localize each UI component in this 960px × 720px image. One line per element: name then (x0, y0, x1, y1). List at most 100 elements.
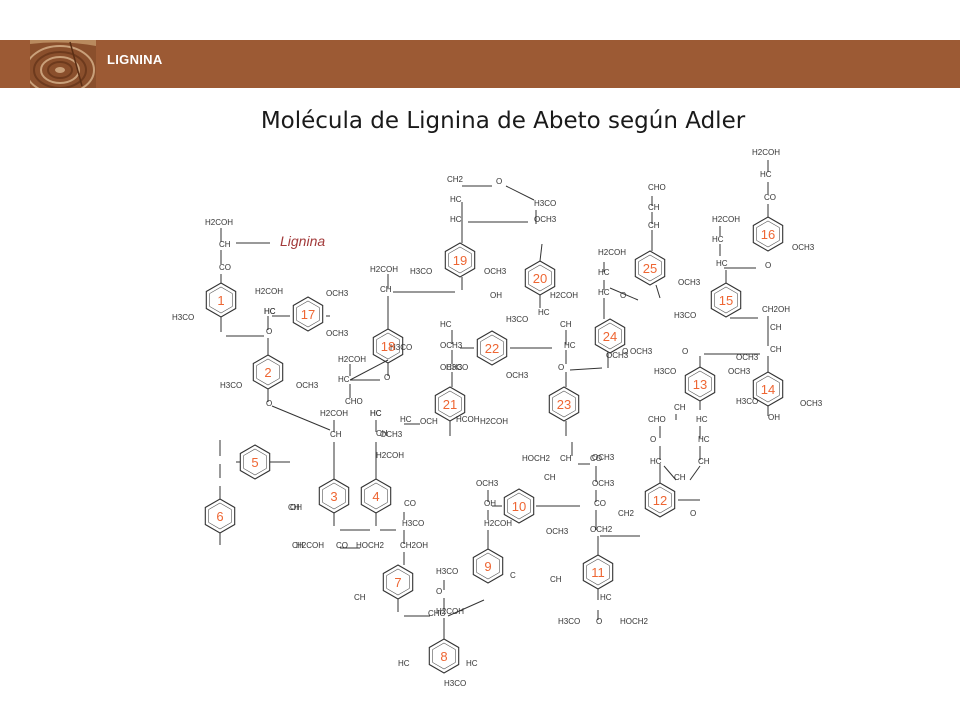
chemical-group-label: CH (330, 430, 342, 439)
bond-line (505, 185, 535, 201)
benzene-ring-22 (476, 330, 508, 366)
chemical-group-label: CH (698, 457, 710, 466)
chemical-group-label: HC (450, 195, 462, 204)
chemical-group-label: OCH3 (592, 453, 615, 462)
chemical-group-label: H2COH (338, 355, 366, 364)
chemical-group-label: CH (219, 240, 231, 249)
benzene-ring-inner-9 (476, 552, 500, 580)
page-title: Molécula de Lignina de Abeto según Adler (260, 108, 746, 134)
bond-line (569, 367, 603, 371)
chemical-group-label: O (384, 373, 390, 382)
benzene-ring-15 (710, 282, 742, 318)
chemical-group-label: H3CO (506, 315, 528, 324)
unit-number: 12 (653, 493, 667, 508)
benzene-ring-8 (428, 638, 460, 674)
chemical-group-label: H2COH (712, 215, 740, 224)
chemical-group-label: HC (564, 341, 576, 350)
bond-line (655, 284, 661, 299)
wood-grain-logo-icon (30, 40, 96, 88)
chemical-group-label: CO (594, 499, 606, 508)
bond-line (539, 243, 543, 262)
chemical-group-label: O (690, 509, 696, 518)
benzene-ring-16 (752, 216, 784, 252)
chemical-group-label: H2COH (320, 409, 348, 418)
benzene-ring-inner-13 (688, 370, 712, 398)
chemical-group-label: OCH3 (736, 353, 759, 362)
chemical-group-label: OCH3 (728, 367, 751, 376)
benzene-ring-9 (472, 548, 504, 584)
chemical-group-label: H2COH (550, 291, 578, 300)
chemical-group-label: H3CO (446, 363, 468, 372)
benzene-ring-inner-18 (376, 332, 400, 360)
benzene-ring-inner-12 (648, 486, 672, 514)
unit-number: 5 (251, 455, 258, 470)
chemical-group-label: OCH3 (326, 329, 349, 338)
header-bar (0, 40, 960, 88)
benzene-ring-19 (444, 242, 476, 278)
unit-number: 13 (693, 377, 707, 392)
chemical-group-label: H3CO (558, 617, 580, 626)
benzene-ring-inner-1 (209, 286, 233, 314)
unit-number: 9 (484, 559, 491, 574)
chemical-group-label: CH (376, 429, 388, 438)
chemical-group-label: H3CO (674, 311, 696, 320)
chemical-group-label: CH (648, 203, 660, 212)
chemical-group-label: OH (768, 413, 780, 422)
chemical-group-label: HC (698, 435, 710, 444)
chemical-group-label: OCH3 (0, 0, 23, 2)
benzene-ring-20 (524, 260, 556, 296)
benzene-ring-6 (204, 498, 236, 534)
benzene-ring-inner-16 (756, 220, 780, 248)
chemical-group-label: CHO (648, 415, 666, 424)
chemical-group-label: OCH3 (630, 347, 653, 356)
chemical-group-label: CHO (428, 609, 446, 618)
benzene-ring-3 (318, 478, 350, 514)
chemical-group-label: HC (600, 593, 612, 602)
unit-number: 3 (330, 489, 337, 504)
chemical-group-label: HC (264, 307, 276, 316)
chemical-group-label: HC (370, 409, 382, 418)
chemical-group-label: O (496, 177, 502, 186)
chemical-group-label: CO (219, 263, 231, 272)
chemical-group-label: H3CO (410, 267, 432, 276)
chemical-group-label: CO (590, 454, 602, 463)
unit-number: 19 (453, 253, 467, 268)
chemical-group-label: OH (290, 503, 302, 512)
chemical-group-label: CH (354, 593, 366, 602)
chemical-group-label: HC (760, 170, 772, 179)
chemical-group-label: HOCH2 (620, 617, 649, 626)
chemical-group-label: CH2OH (762, 305, 790, 314)
chemical-group-label: H3CO (390, 343, 412, 352)
benzene-ring-inner-2 (256, 358, 280, 386)
benzene-ring-inner-6 (208, 502, 232, 530)
chemical-group-label: CH (560, 454, 572, 463)
chemical-group-label: H2COH (376, 451, 404, 460)
unit-number: 8 (440, 649, 447, 664)
benzene-ring-inner-10 (507, 492, 531, 520)
benzene-ring-18 (372, 328, 404, 364)
benzene-ring-inner-14 (756, 375, 780, 403)
chemical-group-label: H3CO (736, 397, 758, 406)
benzene-ring-inner-4 (364, 482, 388, 510)
chemical-group-label: O (596, 617, 602, 626)
benzene-ring-21 (434, 386, 466, 422)
unit-number: 7 (394, 575, 401, 590)
chemical-group-label: OCH3 (606, 351, 629, 360)
benzene-ring-inner-8 (432, 642, 456, 670)
chemical-group-label: H3CO (220, 381, 242, 390)
lignina-label: Lignina (280, 233, 325, 249)
unit-number: 1 (217, 293, 224, 308)
unit-number: 20 (533, 271, 547, 286)
benzene-ring-inner-22 (480, 334, 504, 362)
bond-line (609, 287, 639, 301)
chemical-group-label: H3CO (436, 567, 458, 576)
benzene-ring-10 (503, 488, 535, 524)
benzene-ring-13 (684, 366, 716, 402)
chemical-group-label: HC (650, 457, 662, 466)
chemical-group-label: HC (440, 320, 452, 329)
benzene-ring-7 (382, 564, 414, 600)
unit-number: 18 (381, 339, 395, 354)
bond-line (349, 359, 389, 381)
chemical-group-label: HC (400, 415, 412, 424)
